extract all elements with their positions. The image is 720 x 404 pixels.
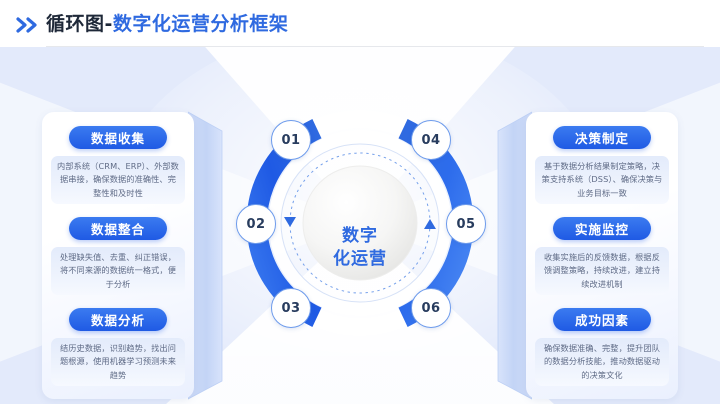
right-desc-1-text: 基于数据分析结果制定策略，决策支持系统（DSS）、确保决策与业务目标一致 xyxy=(541,160,663,198)
left-pill-2-label: 数据整合 xyxy=(90,222,145,237)
slide-header: 循环图-数字化运营分析框架 xyxy=(0,0,720,47)
right-desc-2: 收集实施后的反馈数据，根据反馈调整策略，持续改进，建立持续改进机制 xyxy=(535,247,669,295)
left-desc-2: 处理缺失值、去重、纠正错误，将不同来源的数据统一格式，便于分析 xyxy=(51,247,185,295)
cycle-node-label: 04 xyxy=(421,132,441,148)
cycle-node-02[interactable]: 02 xyxy=(236,204,276,244)
right-pill-3-label: 成功因素 xyxy=(574,313,629,328)
left-desc-3: 结历史数据，识别趋势，找出问题根源，使用机器学习预测未来趋势 xyxy=(51,338,185,386)
cycle-node-label: 02 xyxy=(246,216,266,232)
cycle-node-label: 05 xyxy=(456,216,476,232)
cycle-node-01[interactable]: 01 xyxy=(271,120,311,160)
page-title-main: 数字化运营分析框架 xyxy=(112,13,289,35)
left-panel-side-face xyxy=(188,109,228,404)
cycle-node-label: 03 xyxy=(281,300,301,316)
right-panel: 决策制定 基于数据分析结果制定策略，决策支持系统（DSS）、确保决策与业务目标一… xyxy=(526,112,678,399)
cycle-node-04[interactable]: 04 xyxy=(411,120,451,160)
left-pill-3[interactable]: 数据分析 xyxy=(69,308,167,331)
center-label-line2: 化运营 xyxy=(333,249,387,269)
cycle-node-06[interactable]: 06 xyxy=(411,288,451,328)
cycle-node-05[interactable]: 05 xyxy=(446,204,486,244)
left-desc-2-text: 处理缺失值、去重、纠正错误，将不同来源的数据统一格式，便于分析 xyxy=(59,251,177,289)
right-desc-1: 基于数据分析结果制定策略，决策支持系统（DSS）、确保决策与业务目标一致 xyxy=(535,156,669,204)
right-pill-1-label: 决策制定 xyxy=(574,131,629,146)
left-pill-1[interactable]: 数据收集 xyxy=(69,126,167,149)
center-label-line1: 数字 xyxy=(342,226,378,246)
left-desc-1-text: 内部系统（CRM、ERP）、外部数据串接，确保数据的准确性、完整性和及时性 xyxy=(57,160,179,198)
right-pill-2-label: 实施监控 xyxy=(574,222,629,237)
cycle-node-03[interactable]: 03 xyxy=(271,288,311,328)
right-desc-3-text: 确保数据准确、完整，提升团队的数据分析技能，推动数据驱动的决策文化 xyxy=(543,342,661,380)
left-pill-1-label: 数据收集 xyxy=(90,131,145,146)
double-chevron-right-icon xyxy=(16,17,46,33)
right-panel-side-face xyxy=(492,109,532,404)
right-pill-2[interactable]: 实施监控 xyxy=(553,217,651,240)
cycle-node-label: 01 xyxy=(281,132,301,148)
page-title: 循环图-数字化运营分析框架 xyxy=(46,11,288,37)
diagram-canvas: 01 02 03 04 05 06 数字 化运营 数据收集 内部系统（CRM、 xyxy=(0,47,720,404)
page-title-prefix: 循环图- xyxy=(46,13,113,35)
center-label: 数字 化运营 xyxy=(312,225,408,271)
right-desc-3: 确保数据准确、完整，提升团队的数据分析技能，推动数据驱动的决策文化 xyxy=(535,338,669,386)
right-desc-2-text: 收集实施后的反馈数据，根据反馈调整策略，持续改进，建立持续改进机制 xyxy=(543,251,661,289)
right-pill-1[interactable]: 决策制定 xyxy=(553,126,651,149)
cycle-node-label: 06 xyxy=(421,300,441,316)
left-panel: 数据收集 内部系统（CRM、ERP）、外部数据串接，确保数据的准确性、完整性和及… xyxy=(42,112,194,399)
left-desc-3-text: 结历史数据，识别趋势，找出问题根源，使用机器学习预测未来趋势 xyxy=(59,342,177,380)
right-pill-3[interactable]: 成功因素 xyxy=(553,308,651,331)
left-pill-3-label: 数据分析 xyxy=(90,313,145,328)
left-desc-1: 内部系统（CRM、ERP）、外部数据串接，确保数据的准确性、完整性和及时性 xyxy=(51,156,185,204)
left-pill-2[interactable]: 数据整合 xyxy=(69,217,167,240)
